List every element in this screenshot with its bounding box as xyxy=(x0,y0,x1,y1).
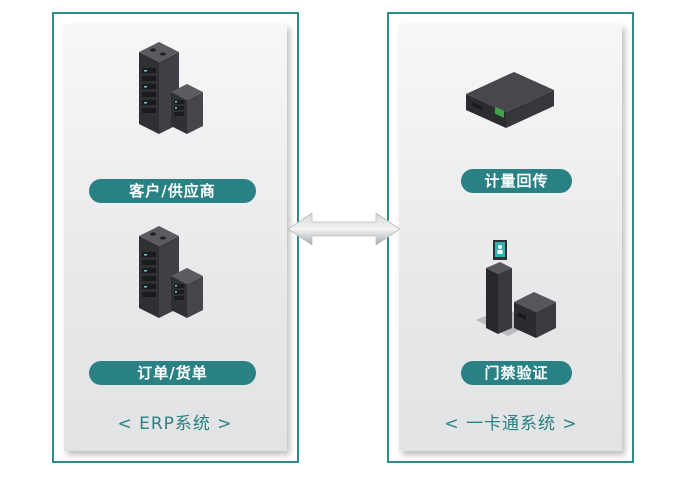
access-label: 门禁验证 xyxy=(461,361,572,385)
server-icon xyxy=(139,42,203,134)
card-system-caption: < 一卡通系统 > xyxy=(444,414,578,434)
order-label: 订单/货单 xyxy=(89,361,256,385)
server-icon xyxy=(139,226,203,318)
customer-supplier-label: 客户/供应商 xyxy=(89,179,256,203)
double-arrow-icon xyxy=(288,212,400,246)
erp-caption: < ERP系统 > xyxy=(117,414,233,434)
device-box-icon xyxy=(466,72,554,128)
metering-label: 计量回传 xyxy=(461,169,572,193)
access-kiosk-icon xyxy=(476,240,556,338)
